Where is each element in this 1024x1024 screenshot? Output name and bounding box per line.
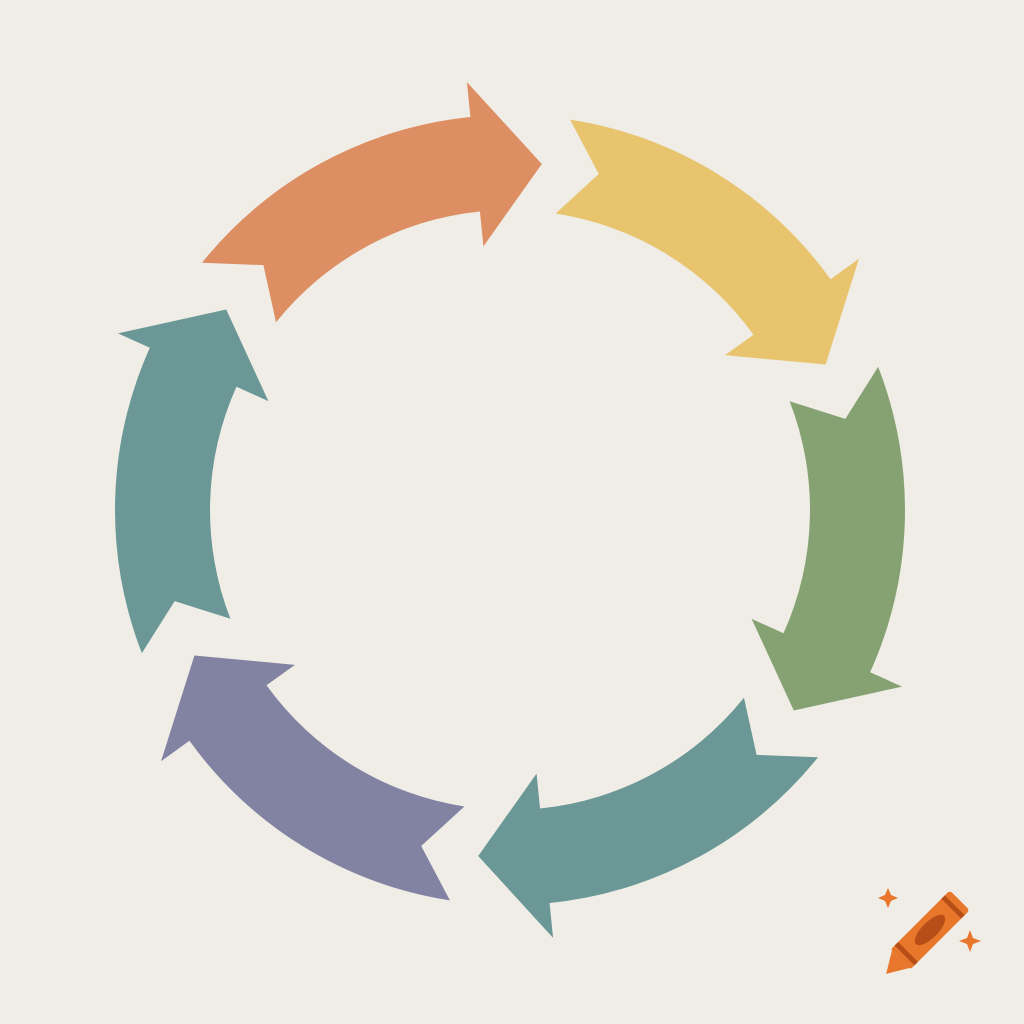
cycle-arrow-6 — [114, 309, 269, 654]
cycle-arrow-3 — [751, 366, 905, 711]
sparkle-icon — [878, 888, 898, 908]
cycle-arrow-5 — [161, 655, 465, 901]
sparkle-icon — [959, 930, 981, 952]
crayon-icon — [878, 888, 981, 974]
cycle-arrow-2 — [555, 119, 859, 365]
crayon-band-right — [941, 895, 965, 919]
crayon-tip — [886, 951, 909, 974]
cycle-arrow-1 — [201, 82, 542, 323]
crayon-label — [914, 914, 946, 946]
crayon-band-left — [894, 942, 918, 966]
cycle-arrow-4 — [478, 697, 819, 938]
